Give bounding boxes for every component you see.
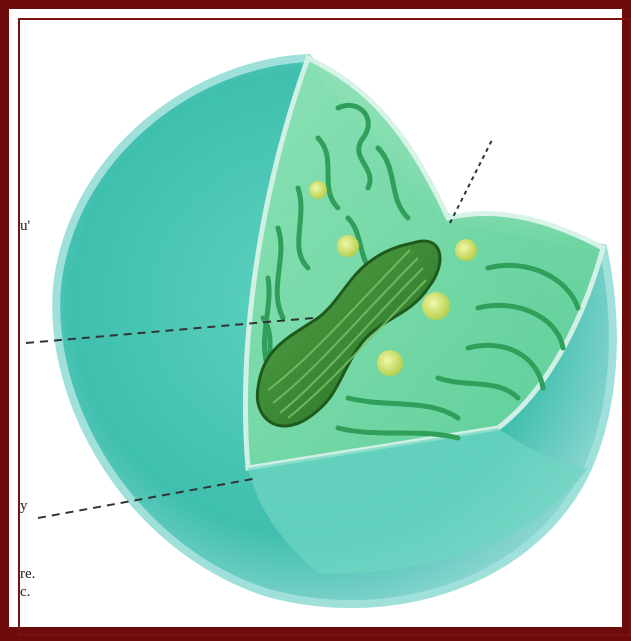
label-fragment: re. bbox=[20, 566, 35, 582]
vesicle bbox=[309, 181, 327, 199]
cell-diagram: u' y re. c. bbox=[18, 18, 631, 636]
cell-cutaway-illustration bbox=[18, 18, 631, 636]
label-fragment: u' bbox=[20, 218, 30, 234]
label-fragment: c. bbox=[20, 584, 30, 600]
label-fragment: y bbox=[20, 498, 28, 514]
leader-line bbox=[450, 138, 493, 223]
vesicle bbox=[337, 235, 359, 257]
vesicle bbox=[455, 239, 477, 261]
vesicle bbox=[377, 350, 403, 376]
vesicle bbox=[422, 292, 450, 320]
